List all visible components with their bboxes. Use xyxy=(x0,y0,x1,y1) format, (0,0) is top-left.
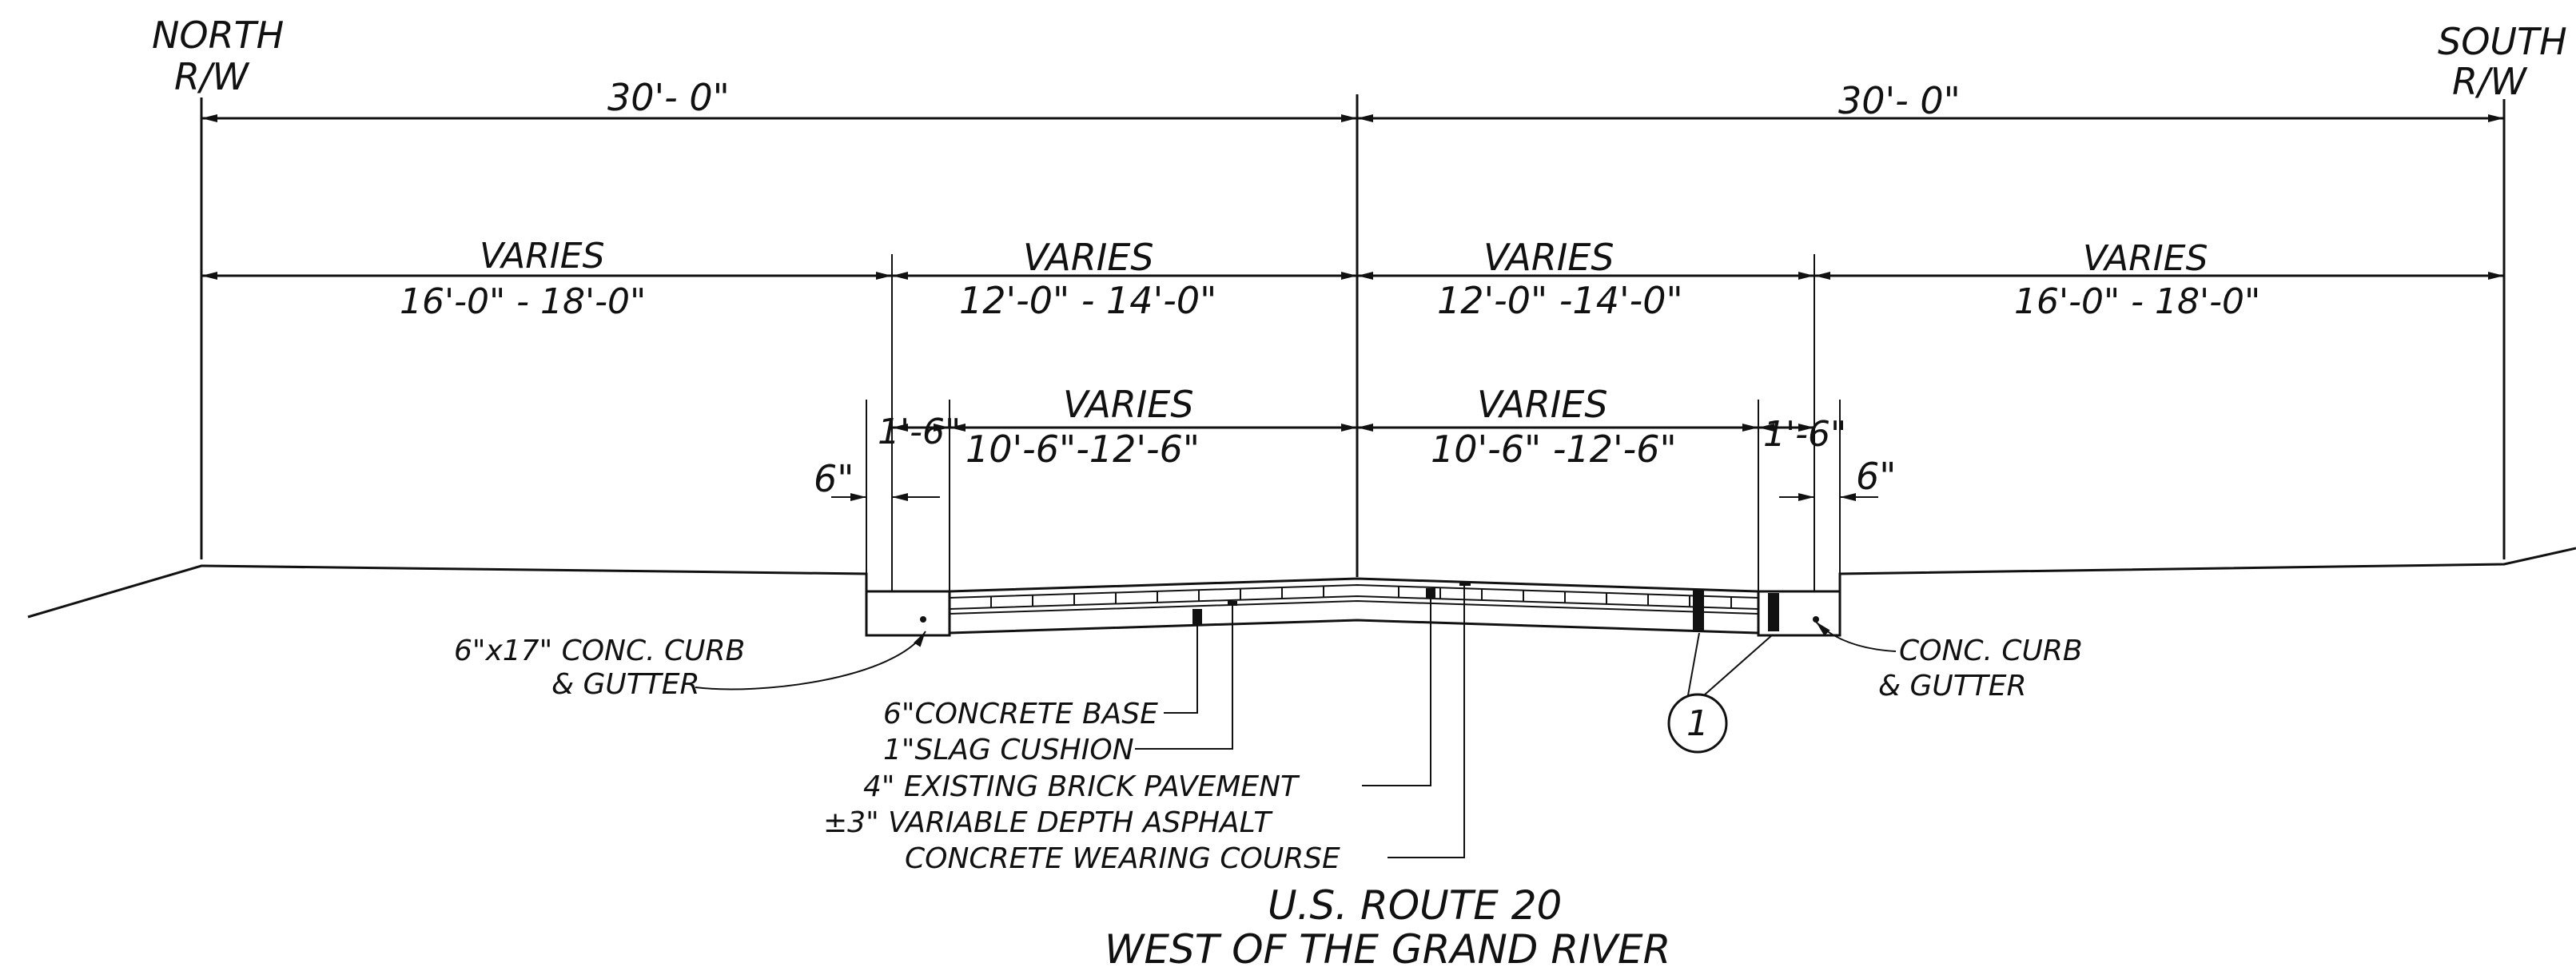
lane-left-varies: VARIES xyxy=(1023,236,1154,279)
north-rw-marker: NORTH R/W xyxy=(152,14,284,559)
layer-asphalt-note: ±3" VARIABLE DEPTH ASPHALT xyxy=(823,806,1273,839)
brick-layer-bottom xyxy=(949,595,1759,610)
title-route: U.S. ROUTE 20 xyxy=(1268,882,1562,929)
layer-slag-leader xyxy=(1135,606,1233,750)
section-profile xyxy=(27,547,2576,637)
callout-1-leader-b xyxy=(1703,634,1774,696)
curb-left-leader xyxy=(695,631,926,690)
north-rw-label: R/W xyxy=(174,55,249,98)
layer-wearing-note: CONCRETE WEARING COURSE xyxy=(905,842,1340,875)
pave-right-range: 10'-6" -12'-6" xyxy=(1431,428,1677,471)
wearing-course-top xyxy=(949,577,1759,593)
callout-1-circle xyxy=(1667,693,1728,754)
brick-layer-top xyxy=(949,583,1759,599)
pave-left-range: 10'-6"-12'-6" xyxy=(966,428,1200,471)
lane-right-varies: VARIES xyxy=(1483,236,1614,279)
curb-width-left: 1'-6" xyxy=(878,412,961,452)
ground-line-left xyxy=(27,564,892,619)
right-half-width: 30'- 0" xyxy=(1838,79,1961,122)
tree-lawn-left-varies: VARIES xyxy=(480,236,605,277)
wearing-marker xyxy=(1459,581,1471,586)
slag-marker xyxy=(1228,601,1237,606)
left-curb-gutter xyxy=(865,590,951,637)
layer-slag-note: 1"SLAG CUSHION xyxy=(883,734,1134,766)
curb-right-note-2: & GUTTER xyxy=(1878,670,2027,702)
curb-width-right: 1'-6" xyxy=(1763,414,1846,455)
layer-brick-note: 4" EXISTING BRICK PAVEMENT xyxy=(863,770,1300,803)
callout-1-number: 1 xyxy=(1686,703,1709,744)
pave-left-varies: VARIES xyxy=(1063,383,1194,426)
curb-top-left: 6" xyxy=(814,457,854,500)
south-label: SOUTH xyxy=(2438,20,2567,63)
callout-1-leader-a xyxy=(1687,632,1700,696)
south-rw-marker: SOUTH R/W xyxy=(2438,20,2567,559)
curb-top-right: 6" xyxy=(1856,455,1896,498)
lane-left-range: 12'-0" - 14'-0" xyxy=(959,279,1216,322)
base-layer-bottom xyxy=(949,619,1759,635)
curb-right-leader xyxy=(1815,621,1897,652)
tree-lawn-left-range: 16'-0" - 18'-0" xyxy=(400,281,646,322)
joint-marker-2 xyxy=(1768,593,1779,631)
brick-marker xyxy=(1426,588,1435,598)
lane-width-dimensions: VARIES 16'-0" - 18'-0" VARIES 12'-0" - 1… xyxy=(201,236,2504,591)
layer-base-note: 6"CONCRETE BASE xyxy=(883,698,1158,730)
south-rw-label: R/W xyxy=(2452,60,2527,103)
brick-joints xyxy=(990,586,1732,607)
pavement-width-dimensions: 1'-6" 1'-6" VARIES 10'-6"-12'-6" VARIES … xyxy=(814,383,1896,595)
joint-marker-1 xyxy=(1693,589,1704,631)
curb-left-note-2: & GUTTER xyxy=(551,668,700,701)
drawing-title: U.S. ROUTE 20 WEST OF THE GRAND RIVER xyxy=(1105,882,1670,973)
slag-layer-bottom xyxy=(949,599,1759,615)
layer-wearing-leader xyxy=(1388,586,1465,858)
base-marker xyxy=(1192,609,1202,625)
tree-lawn-right-varies: VARIES xyxy=(2083,238,2208,279)
layer-brick-leader xyxy=(1362,598,1431,786)
lane-right-range: 12'-0" -14'-0" xyxy=(1437,279,1683,322)
left-half-width: 30'- 0" xyxy=(607,76,730,119)
tree-lawn-right-range: 16'-0" - 18'-0" xyxy=(2014,281,2260,322)
right-curb-dowel xyxy=(1813,616,1819,623)
left-curb-dowel xyxy=(920,616,926,623)
north-label: NORTH xyxy=(152,14,284,57)
curb-left-note-1: 6"x17" CONC. CURB xyxy=(454,635,745,667)
ground-line-right xyxy=(1814,547,2576,593)
curb-right-note-1: CONC. CURB xyxy=(1899,635,2083,667)
half-width-dimensions: 30'- 0" 30'- 0" xyxy=(201,76,2504,122)
layer-base-leader xyxy=(1164,625,1198,714)
title-location: WEST OF THE GRAND RIVER xyxy=(1105,926,1670,973)
callouts: 6"x17" CONC. CURB & GUTTER CONC. CURB & … xyxy=(454,586,2083,875)
pave-right-varies: VARIES xyxy=(1477,383,1608,426)
